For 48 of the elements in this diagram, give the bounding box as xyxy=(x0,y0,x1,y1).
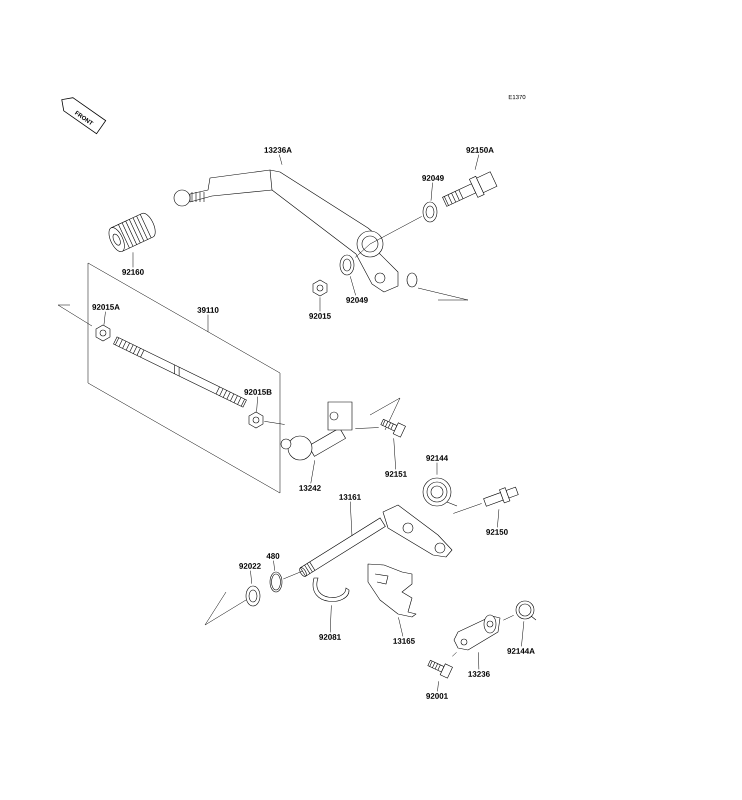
assembly-line xyxy=(452,652,457,657)
washer-drawing xyxy=(422,202,438,222)
shaft-drawing xyxy=(299,504,452,577)
leader-line xyxy=(273,560,275,571)
pedal-lever-drawing xyxy=(174,170,418,292)
assembly-line xyxy=(355,244,370,258)
leader-line xyxy=(250,570,252,584)
leader-line xyxy=(310,460,316,484)
bolt-drawing xyxy=(442,171,498,207)
leader-line xyxy=(279,154,282,165)
leader-line xyxy=(478,652,480,670)
leader-line xyxy=(132,252,134,268)
cap-nut-drawing xyxy=(312,280,328,296)
bolt-drawing xyxy=(380,418,406,438)
leader-line xyxy=(104,311,106,325)
nut-drawing xyxy=(96,324,110,342)
leader-line xyxy=(350,501,352,536)
assembly-line xyxy=(453,503,482,514)
leader-line xyxy=(497,509,500,528)
leader-line xyxy=(398,617,404,637)
rubber-grip-drawing xyxy=(108,212,156,252)
leader-line xyxy=(437,681,439,692)
leader-line xyxy=(256,396,258,412)
leader-line xyxy=(393,438,396,470)
assembly-line xyxy=(264,421,285,425)
clip-drawing xyxy=(312,578,350,602)
circlip-drawing xyxy=(270,572,282,592)
bolt-drawing xyxy=(483,486,519,507)
assembly-line xyxy=(370,216,422,244)
plate-drawing xyxy=(368,564,416,618)
hose-clamp-drawing xyxy=(516,600,536,620)
leader-line xyxy=(436,462,438,475)
washer-drawing xyxy=(246,586,260,606)
assembly-line xyxy=(503,615,514,620)
tie-rod-drawing xyxy=(88,262,280,494)
nut-drawing xyxy=(248,412,264,428)
washer-drawing xyxy=(340,254,354,276)
shift-arm-drawing xyxy=(454,614,500,650)
spring-drawing xyxy=(422,478,458,506)
leader-line xyxy=(350,276,356,296)
leader-line xyxy=(474,154,480,170)
bolt-drawing xyxy=(427,660,453,678)
leader-line xyxy=(430,182,433,201)
assembly-line xyxy=(283,570,303,580)
assembly-line xyxy=(355,427,379,429)
leader-line xyxy=(521,621,524,647)
joint-drawing xyxy=(280,402,352,460)
leader-line xyxy=(330,605,332,633)
